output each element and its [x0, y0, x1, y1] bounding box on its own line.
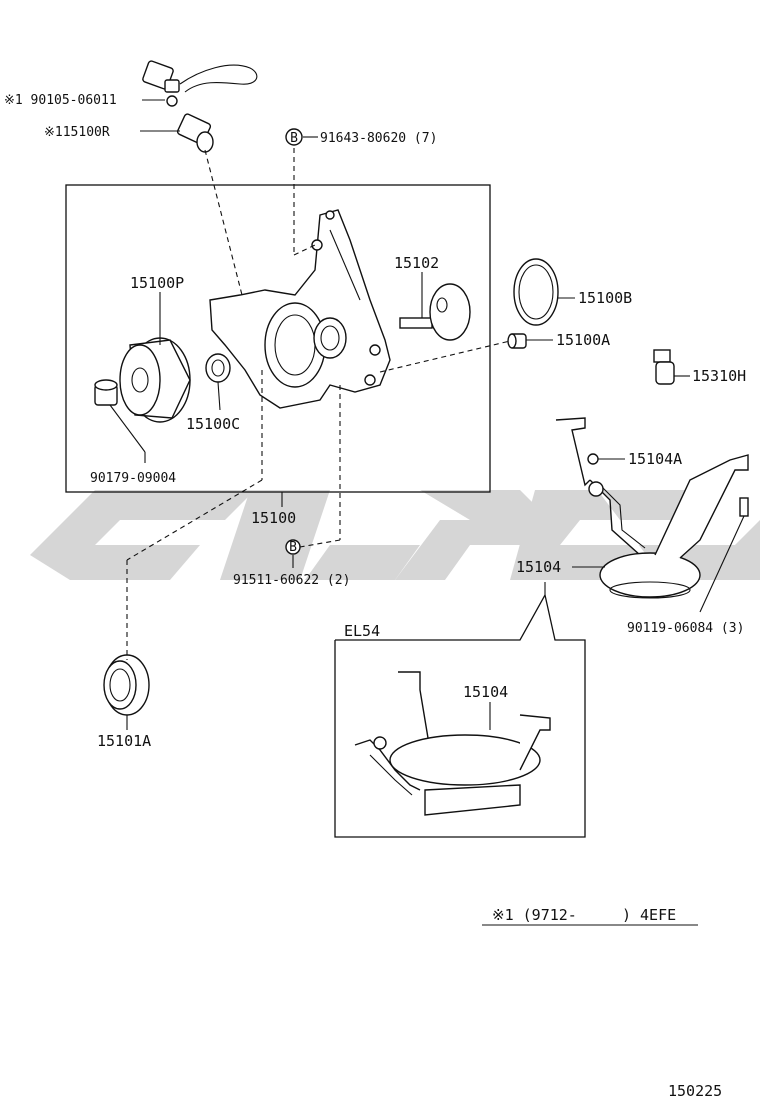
label-bolt-b-ref2: 91511-60622 (2): [233, 573, 350, 588]
dashed-guides: [126, 148, 511, 660]
rotor-shaft-icon: [399, 283, 471, 341]
b-marker-top-text: B: [290, 131, 298, 146]
oil-pump-gear-icon: [119, 337, 191, 423]
label-o-ring: 15100B: [578, 289, 632, 307]
b-marker-bottom-text: B: [289, 540, 297, 555]
label-strainer: 15104: [516, 558, 561, 576]
el54-box: [334, 593, 586, 838]
label-crank-sensor: ※115100R: [44, 125, 110, 140]
oil-pump-body-icon: [209, 209, 391, 409]
leader-lines: [109, 99, 745, 926]
bolt-90179-icon: [94, 379, 118, 406]
crank-sensor-icon: [142, 60, 258, 153]
el54-strainer-icon: [354, 671, 551, 816]
label-el54-title: EL54: [344, 622, 380, 640]
label-gasket-15104a: 15104A: [628, 450, 682, 468]
plug-icon: [507, 333, 527, 349]
label-rotor-shaft: 15102: [394, 254, 439, 272]
label-el54-strainer: 15104: [463, 683, 508, 701]
label-page-code: 150225: [668, 1082, 722, 1100]
label-relief-valve: 15310H: [692, 367, 746, 385]
b-marker-bottom-icon: B: [285, 539, 301, 555]
seal-15100c-icon: [205, 353, 231, 383]
label-note-bolt: ※1 90105-06011: [4, 93, 117, 108]
b-marker-top-icon: B: [285, 128, 303, 146]
label-bolt-90179: 90179-09004: [90, 471, 176, 486]
label-oil-seal: 15101A: [97, 732, 151, 750]
label-oil-pump-gear: 15100P: [130, 274, 184, 292]
label-footnote: ※1 (9712- ) 4EFE: [492, 906, 676, 924]
label-plug: 15100A: [556, 331, 610, 349]
label-bolt-90119: 90119-06084 (3): [627, 621, 744, 636]
oil-seal-icon: [103, 654, 150, 716]
strainer-icon: [555, 417, 749, 599]
label-oil-pump-assy: 15100: [251, 509, 296, 527]
o-ring-icon: [513, 258, 559, 326]
watermark-logo: [30, 490, 760, 580]
label-bolt-b-ref: 91643-80620 (7): [320, 131, 437, 146]
oil-pump-assembly-box: [65, 184, 491, 493]
label-seal-small: 15100C: [186, 415, 240, 433]
relief-valve-icon: [653, 349, 675, 385]
